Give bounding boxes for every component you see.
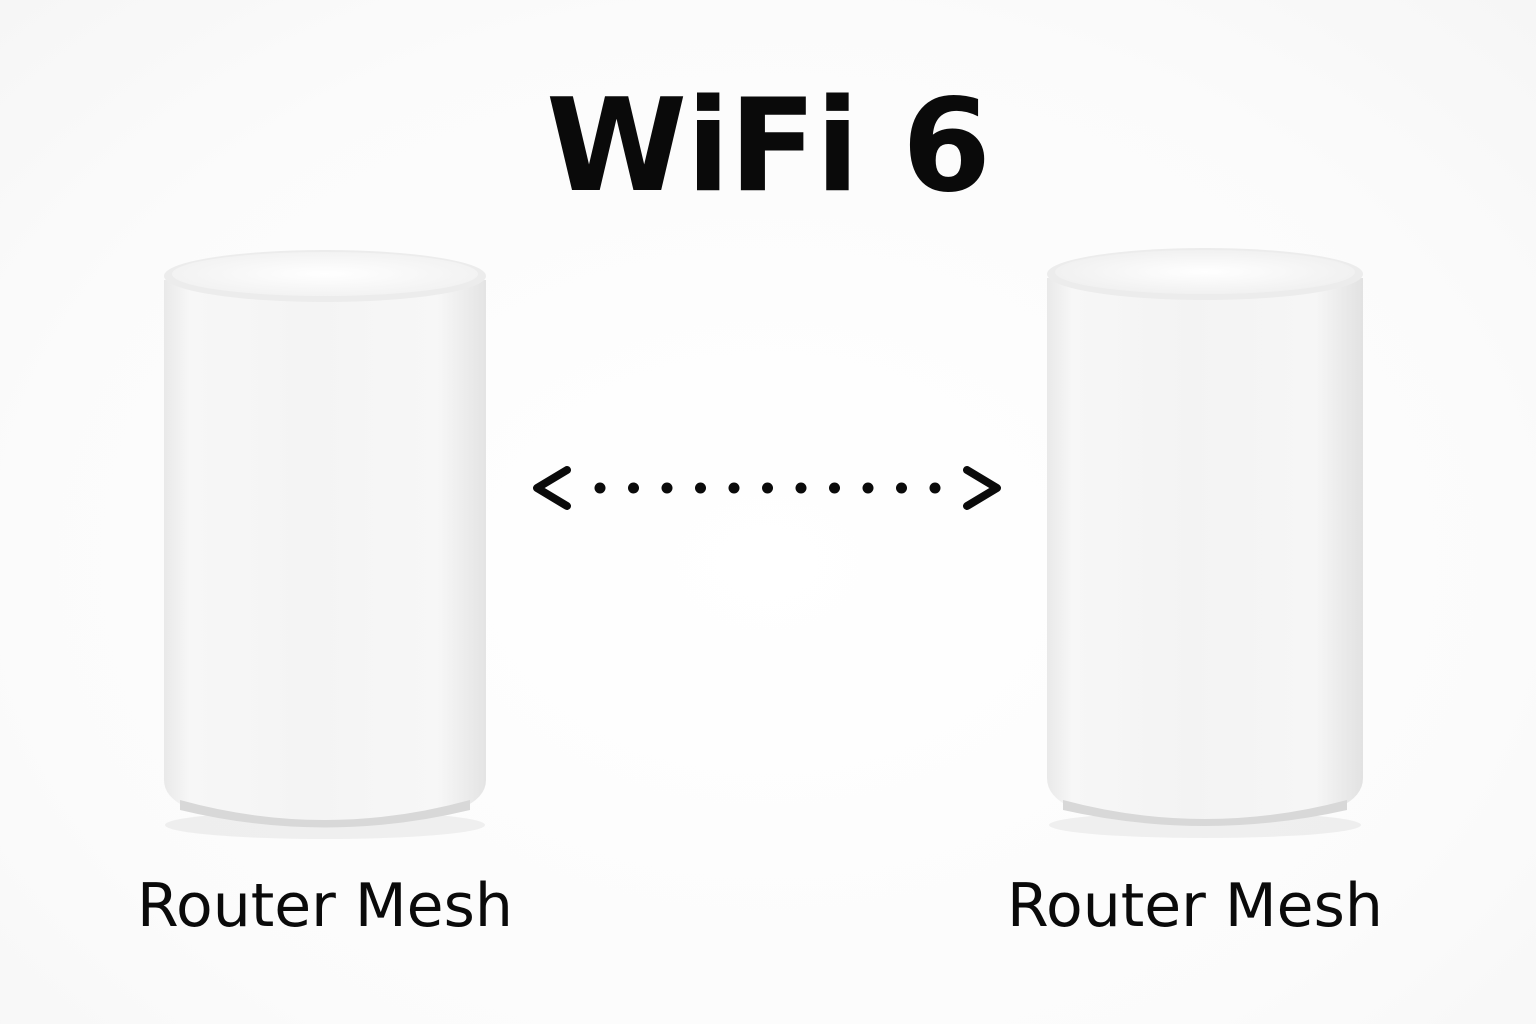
left-mesh-router [150,240,500,840]
arrow-dot [929,482,941,494]
arrow-dot [594,482,606,494]
arrow-dot [795,482,807,494]
router-icon [164,250,486,839]
arrow-dot [728,482,740,494]
left-router-label: Router Mesh [137,871,513,941]
arrow-dot [695,482,706,494]
arrow-dot [661,482,673,494]
arrow-dot [862,482,874,494]
arrow-dot [896,482,907,494]
arrow-dot [762,482,773,494]
arrow-dot [829,482,840,494]
arrow-dot [628,482,639,494]
dotted-double-arrow-icon [533,466,1001,510]
right-mesh-router [1035,228,1375,838]
wifi-title: WiFi 6 [546,72,991,221]
connection-arrow [525,458,1015,518]
right-router-label: Router Mesh [1007,871,1383,941]
router-icon [1047,248,1363,838]
